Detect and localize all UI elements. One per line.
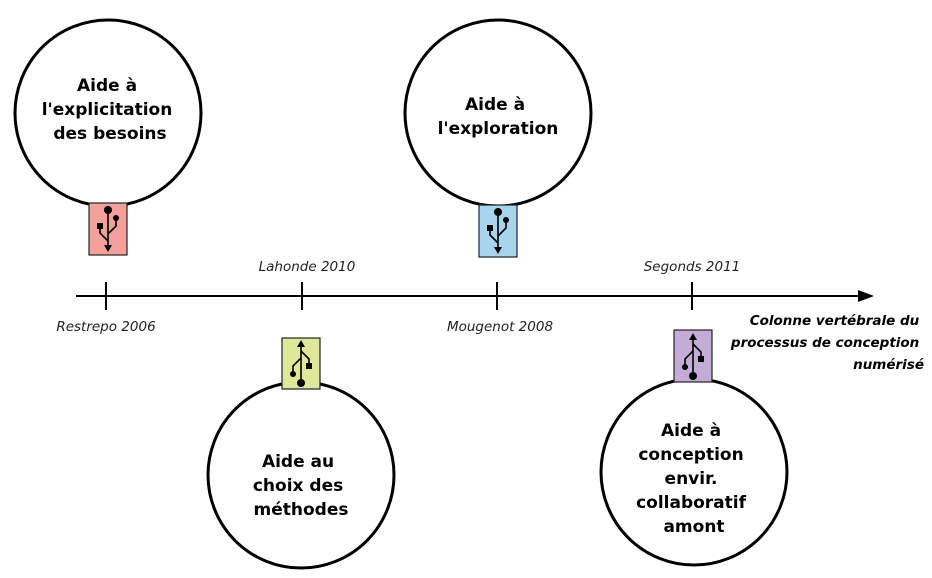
spine-axis xyxy=(76,282,874,310)
stage-exploration: Aide à l'exploration xyxy=(403,18,593,258)
arrow-head-icon xyxy=(858,290,874,302)
spine-caption-line: Colonne vertébrale du xyxy=(750,313,920,329)
author-label-restrepo: Restrepo 2006 xyxy=(56,319,155,335)
spine-caption: Colonne vertébrale du processus de conce… xyxy=(730,313,924,373)
spine-caption-line: numérisé xyxy=(853,357,924,373)
usb-icon xyxy=(487,208,509,254)
author-label-segonds: Segonds 2011 xyxy=(644,259,741,275)
author-label-mougenot: Mougenot 2008 xyxy=(447,319,553,335)
stage-label: Aide au choix des méthodes xyxy=(253,452,349,520)
author-label-lahonde: Lahonde 2010 xyxy=(259,259,356,275)
stage-label: Aide à l'explicitation des besoins xyxy=(42,76,179,144)
stage-circle xyxy=(206,380,396,570)
spine-caption-line: processus de conception xyxy=(730,335,919,351)
usb-icon xyxy=(290,340,312,387)
stage-label: Aide à conception envir. collaboratif am… xyxy=(636,421,752,537)
stage-methodes: Aide au choix des méthodes xyxy=(206,337,396,570)
stage-besoins: Aide à l'explicitation des besoins xyxy=(13,18,203,256)
stage-label: Aide à l'exploration xyxy=(438,95,559,139)
usb-icon xyxy=(682,333,704,380)
stage-collaboratif: Aide à conception envir. collaboratif am… xyxy=(599,329,789,567)
usb-icon xyxy=(97,206,119,252)
